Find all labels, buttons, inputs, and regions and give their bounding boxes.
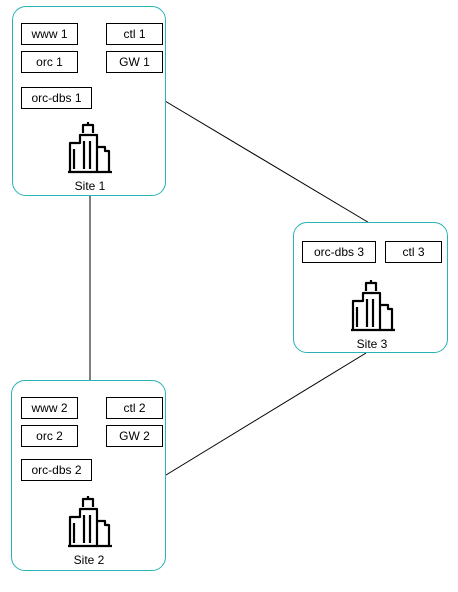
node-gw-2[interactable]: GW 2	[106, 425, 163, 447]
node-gw-1[interactable]: GW 1	[106, 51, 163, 73]
site-2-label: Site 2	[73, 553, 105, 567]
node-orc-2[interactable]: orc 2	[21, 425, 78, 447]
node-orc-1[interactable]: orc 1	[21, 51, 78, 73]
node-ctl-3[interactable]: ctl 3	[385, 241, 442, 263]
node-www-1[interactable]: www 1	[21, 23, 78, 45]
node-ctl-1[interactable]: ctl 1	[106, 23, 163, 45]
node-ctl-2[interactable]: ctl 2	[106, 397, 163, 419]
link-site1-site3	[164, 100, 372, 225]
site-2-container[interactable]: www 2 ctl 2 orc 2 GW 2 orc-dbs 2 Site 2	[11, 380, 166, 571]
building-icon	[68, 122, 112, 174]
site-1-container[interactable]: www 1 ctl 1 orc 1 GW 1 orc-dbs 1 Site 1	[12, 6, 166, 196]
node-orc-dbs-3[interactable]: orc-dbs 3	[302, 241, 376, 263]
building-icon	[68, 496, 112, 548]
node-www-2[interactable]: www 2	[21, 397, 78, 419]
site-1-label: Site 1	[74, 179, 106, 193]
building-icon	[351, 280, 395, 332]
site-3-label: Site 3	[356, 337, 388, 351]
node-orc-dbs-1[interactable]: orc-dbs 1	[21, 87, 92, 109]
node-orc-dbs-2[interactable]: orc-dbs 2	[21, 459, 92, 481]
link-site2-site3	[165, 352, 367, 476]
site-3-container[interactable]: orc-dbs 3 ctl 3 Site 3	[293, 222, 448, 353]
